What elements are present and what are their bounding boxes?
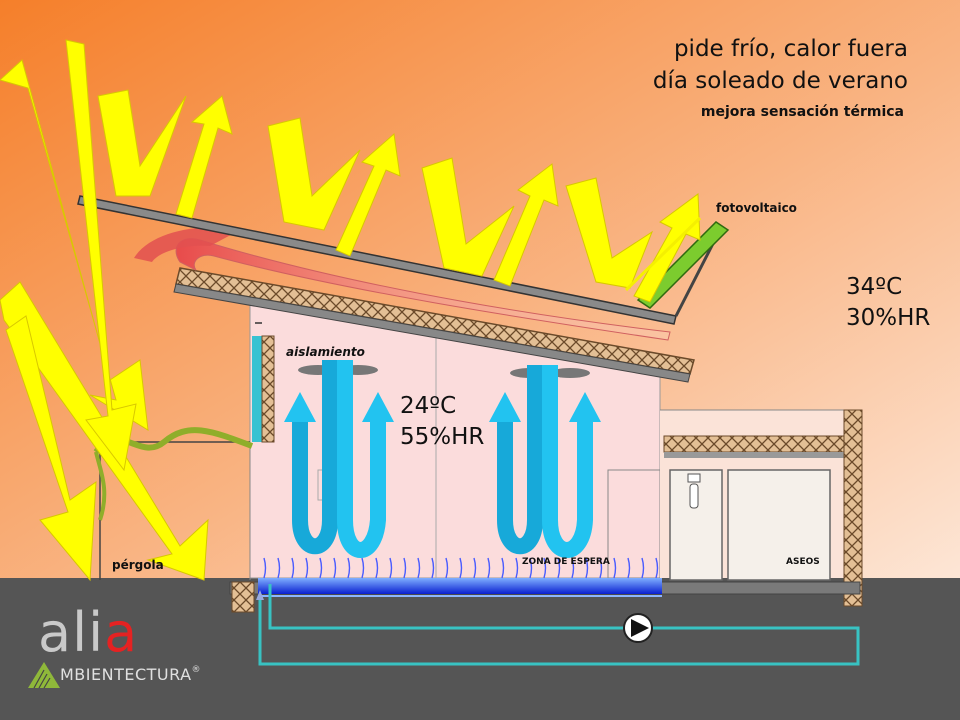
- restroom-stall-2: [727, 469, 831, 581]
- label-pergola: pérgola: [112, 558, 164, 572]
- ventilated-roof: [77, 195, 677, 325]
- sun-rays: [0, 39, 654, 582]
- pump-icon: [623, 613, 653, 643]
- restroom-roof-insulation: [663, 435, 849, 453]
- light-fixture-icon: [687, 473, 701, 509]
- cool-air-loop: [489, 365, 601, 558]
- restroom-ceiling: [664, 452, 844, 458]
- registered-mark: ®: [191, 665, 202, 675]
- brand-text: MBIENTECTURA: [60, 665, 192, 684]
- logo-text-gray: ali: [38, 601, 105, 664]
- ground: [0, 578, 960, 720]
- title-line-3: mejora sensación térmica: [700, 104, 904, 120]
- alia-logo: alia: [38, 603, 138, 663]
- pipe-arrow-icon: [256, 590, 264, 600]
- roof-slab: [173, 283, 691, 383]
- restroom-wall-insulation: [843, 409, 863, 607]
- label-photovoltaic: fotovoltaico: [716, 201, 797, 215]
- foundation-insulation: [231, 581, 255, 613]
- title-line-2: día soleado de verano: [652, 68, 908, 94]
- title-line-1: pide frío, calor fuera: [673, 36, 908, 62]
- reflected-rays: [175, 95, 701, 303]
- photovoltaic-panel: [636, 221, 730, 309]
- label-restrooms: ASEOS: [786, 557, 820, 567]
- wall-panel: [252, 336, 262, 442]
- label-insulation: aislamiento: [286, 345, 365, 359]
- radiant-floor: [258, 578, 662, 594]
- cool-air-loop: [284, 360, 394, 558]
- cooling-pipe-circuit: [258, 584, 860, 666]
- logo-text-red: a: [104, 601, 139, 664]
- inside-temperature: 24ºC: [400, 393, 457, 419]
- outside-humidity: 30%HR: [846, 305, 931, 331]
- floor-cooling-waves: [263, 557, 659, 579]
- ambientectura-triangle-icon: [28, 662, 60, 689]
- hot-air-outlet-arrow: [134, 227, 240, 262]
- outside-temperature: 34ºC: [846, 274, 903, 300]
- wall-insulation: [261, 335, 275, 443]
- label-waiting-zone: ZONA DE ESPERA: [522, 557, 610, 567]
- inside-humidity: 55%HR: [400, 424, 485, 450]
- hot-air-flow: [175, 238, 671, 341]
- brand-name: MBIENTECTURA®: [60, 665, 201, 684]
- reflected-ray-lines: [624, 216, 702, 292]
